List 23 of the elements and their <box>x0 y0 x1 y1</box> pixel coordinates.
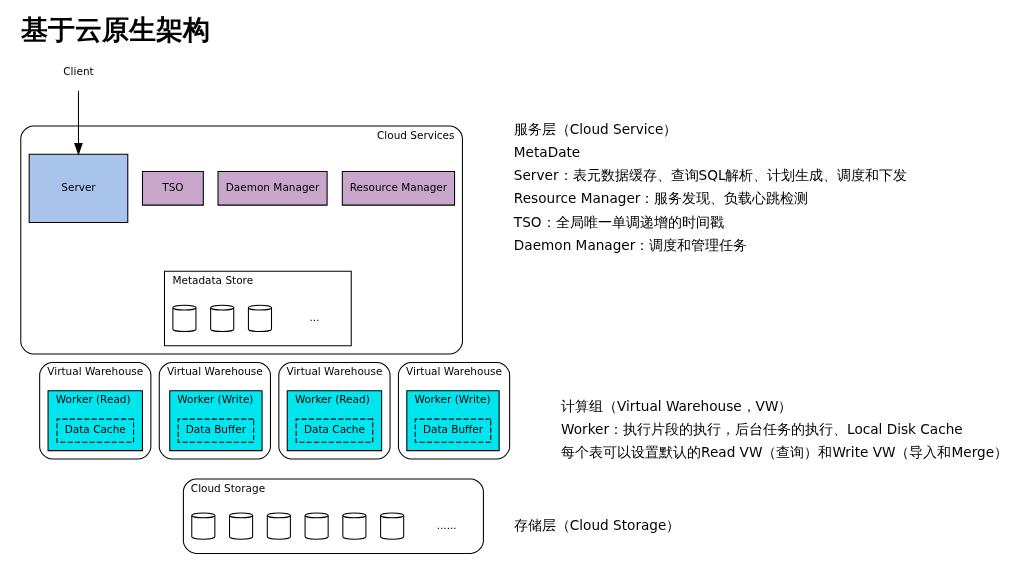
node-box: TSO <box>141 171 204 206</box>
label: Server：表元数据缓存、查询SQL解析、计划生成、调度和下发 <box>513 167 908 184</box>
node-box: Daemon Manager <box>217 171 328 206</box>
node-box: Data Cache <box>295 418 374 443</box>
label: Worker：执行片段的执行，后台任务的执行、Local Disk Cache <box>561 421 963 438</box>
label: ...... <box>436 518 457 531</box>
node-box: Data Buffer <box>177 418 255 443</box>
arrow <box>74 90 83 156</box>
label: Resource Manager：服务发现、负载心跳检测 <box>513 190 809 207</box>
label: MetaDate <box>513 144 581 161</box>
label: 每个表可以设置默认的Read VW（查询）和Write VW（导入和Merge） <box>561 444 1009 461</box>
node-text: Client <box>63 64 94 77</box>
label: 存储层（Cloud Storage） <box>513 516 681 533</box>
label: 计算组（Virtual Warehouse，VW） <box>561 398 793 415</box>
node-box: Resource Manager <box>341 171 456 206</box>
node-box: Data Buffer <box>414 418 492 443</box>
label: 服务层（Cloud Service） <box>513 121 678 138</box>
label: Daemon Manager：调度和管理任务 <box>513 236 748 253</box>
node-box: Data Cache <box>56 418 135 443</box>
label: ... <box>309 311 320 324</box>
node-box: Server <box>28 153 129 223</box>
diagram-title: 基于云原生架构 <box>20 14 210 46</box>
label: TSO：全局唯一单调递增的时间戳 <box>513 213 724 230</box>
